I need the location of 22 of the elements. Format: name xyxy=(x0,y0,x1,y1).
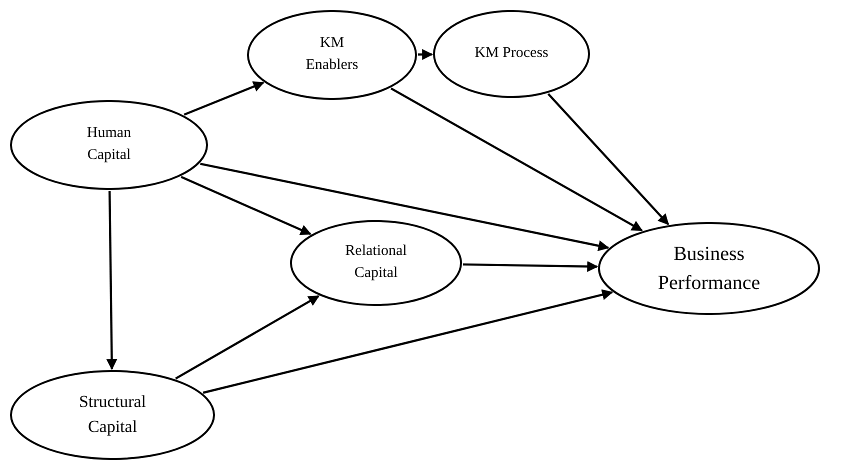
ellipse-node xyxy=(247,10,417,100)
arrow xyxy=(202,289,614,394)
node-label: Business Performance xyxy=(656,242,762,296)
node-label: Relational Capital xyxy=(344,242,408,283)
arrow xyxy=(175,295,320,380)
node-label: Structural Capital xyxy=(78,391,148,438)
arrow xyxy=(547,93,670,226)
node-label: KM Enablers xyxy=(304,34,360,75)
node-label: KM Process xyxy=(474,44,548,64)
arrow xyxy=(418,49,434,60)
ellipse-node xyxy=(10,370,215,460)
ellipse-node xyxy=(433,10,590,98)
arrow xyxy=(390,87,643,232)
arrow xyxy=(184,81,264,116)
ellipse-node xyxy=(10,100,208,190)
arrow xyxy=(462,261,598,272)
node-label: Human Capital xyxy=(86,124,132,165)
arrow xyxy=(180,176,312,236)
arrow xyxy=(106,190,118,370)
ellipse-node xyxy=(598,222,820,315)
ellipse-node xyxy=(290,220,462,306)
arrow xyxy=(200,162,610,252)
